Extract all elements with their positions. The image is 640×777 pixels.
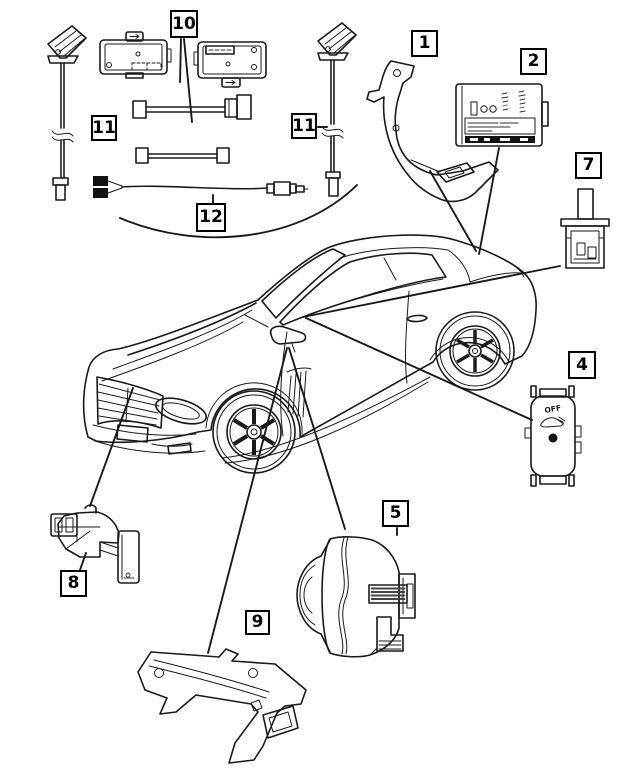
callout-12: 12 [196, 203, 226, 232]
antenna-part-right [317, 22, 357, 197]
rear-wheel [435, 311, 515, 391]
callout-9: 9 [245, 610, 270, 635]
security-switch-part-4: OFF [524, 385, 582, 487]
callout-7: 7 [575, 152, 602, 179]
callout-8: 8 [60, 570, 87, 597]
module-part-left [99, 31, 172, 79]
bracket-part-1 [366, 60, 499, 203]
siren-part-5 [296, 536, 416, 658]
antenna-part-left [47, 25, 87, 201]
callout-11-left: 11 [91, 115, 117, 141]
vehicle-illustration [82, 234, 537, 474]
callout-2: 2 [520, 48, 547, 75]
callout-5: 5 [382, 500, 409, 527]
cable-with-connector [132, 94, 252, 120]
cable-jumper [135, 147, 230, 164]
callout-1: 1 [411, 30, 438, 57]
callout-4: 4 [568, 351, 596, 379]
callout-10: 10 [170, 10, 198, 38]
switch-off-label: OFF [544, 403, 562, 415]
grille [96, 376, 164, 429]
plunger-switch-part-7 [560, 188, 610, 269]
callout-11-right: 11 [291, 113, 317, 139]
headlight [155, 397, 207, 425]
y-cable-part [93, 176, 309, 198]
front-wheel [212, 390, 296, 474]
module-part-right [193, 41, 267, 88]
bracket-part-9 [137, 648, 307, 764]
sensor-part-8 [50, 504, 140, 584]
control-module-part-2 [455, 83, 549, 147]
